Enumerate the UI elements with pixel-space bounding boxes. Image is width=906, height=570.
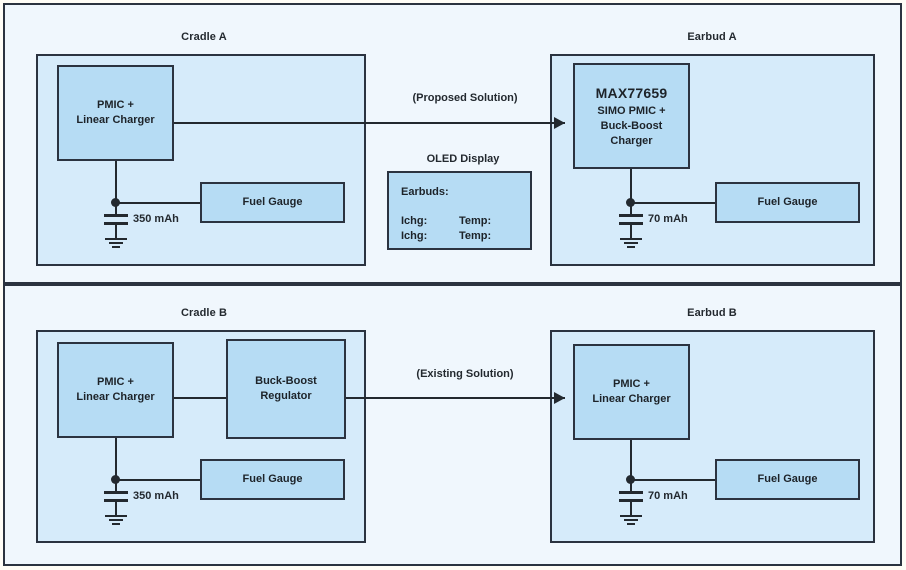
panel-existing-solution: Cradle B PMIC + Linear Charger Buck-Boos… xyxy=(3,284,902,566)
block-part-number: MAX77659 xyxy=(595,85,668,102)
block-line-2: Regulator xyxy=(260,390,312,402)
ground-bar-2 xyxy=(109,242,123,244)
block-line-1: Buck-Boost xyxy=(255,375,317,388)
block-line-4: Charger xyxy=(610,134,653,147)
label-oled-display: OLED Display xyxy=(426,153,500,165)
ground-bar-2 xyxy=(624,519,638,521)
block-line-2: Linear Charger xyxy=(592,393,671,405)
wire-pmic-to-regulator xyxy=(173,397,228,399)
wire-node-to-capacitor xyxy=(115,202,117,216)
block-earbud-a-max77659[interactable]: MAX77659 SIMO PMIC + Buck-Boost Charger xyxy=(573,63,690,169)
capacitor-plate-top xyxy=(619,491,643,494)
wire-node-to-fuel-gauge xyxy=(115,479,201,481)
capacitor-plate-bottom xyxy=(619,499,643,502)
label-battery-capacity-earbud-a: 70 mAh xyxy=(648,213,688,225)
label-battery-capacity-cradle-b: 350 mAh xyxy=(133,490,179,502)
wire-capacitor-to-ground xyxy=(630,224,632,239)
wire-pmic-to-node xyxy=(630,439,632,480)
wire-capacitor-to-ground xyxy=(115,501,117,516)
capacitor-plate-top xyxy=(104,214,128,217)
oled-row-2-right: Temp: xyxy=(459,230,492,242)
ground-bar-3 xyxy=(112,246,120,248)
wire-node-to-capacitor xyxy=(630,202,632,216)
block-cradle-b-fuel-gauge[interactable]: Fuel Gauge xyxy=(200,459,345,500)
block-line-2: SIMO PMIC + xyxy=(597,105,666,118)
label-existing-solution: (Existing Solution) xyxy=(416,368,514,380)
wire-cradle-a-to-earbud-a xyxy=(173,122,565,124)
oled-display-box[interactable]: Earbuds: Ichg: Temp: Ichg: Temp: xyxy=(387,171,532,250)
panel-proposed-solution: Cradle A PMIC + Linear Charger 350 mAh F… xyxy=(3,3,902,284)
junction-node-battery xyxy=(626,198,635,207)
block-earbud-a-fuel-gauge[interactable]: Fuel Gauge xyxy=(715,182,860,223)
group-title-earbud-a: Earbud A xyxy=(687,31,737,43)
block-line-1: PMIC + xyxy=(97,99,134,112)
wire-node-to-fuel-gauge xyxy=(630,479,716,481)
ground-bar-2 xyxy=(624,242,638,244)
block-cradle-a-pmic[interactable]: PMIC + Linear Charger xyxy=(57,65,174,161)
block-cradle-b-pmic[interactable]: PMIC + Linear Charger xyxy=(57,342,174,438)
block-line-2: Linear Charger xyxy=(76,391,155,403)
capacitor-plate-bottom xyxy=(619,222,643,225)
group-title-cradle-b: Cradle B xyxy=(180,307,228,319)
capacitor-plate-bottom xyxy=(104,222,128,225)
oled-row-2-left: Ichg: xyxy=(401,230,428,242)
label-battery-capacity-cradle-a: 350 mAh xyxy=(133,213,179,225)
block-line-2: Linear Charger xyxy=(76,114,155,126)
arrow-head-to-earbud-b xyxy=(554,392,565,404)
capacitor-plate-top xyxy=(104,491,128,494)
wire-cradle-b-to-earbud-b xyxy=(345,397,565,399)
wire-node-to-capacitor xyxy=(115,479,117,493)
block-line-1: PMIC + xyxy=(613,378,650,391)
ground-bar-1 xyxy=(620,515,642,517)
oled-row-0-left: Earbuds: xyxy=(401,186,449,198)
block-label: Fuel Gauge xyxy=(757,473,818,486)
oled-row-1-left: Ichg: xyxy=(401,215,428,227)
group-title-earbud-b: Earbud B xyxy=(687,307,737,319)
block-label: Fuel Gauge xyxy=(757,196,818,209)
ground-bar-3 xyxy=(112,523,120,525)
ground-bar-2 xyxy=(109,519,123,521)
wire-node-to-capacitor xyxy=(630,479,632,493)
wire-capacitor-to-ground xyxy=(630,501,632,516)
block-earbud-b-pmic[interactable]: PMIC + Linear Charger xyxy=(573,344,690,440)
ground-bar-1 xyxy=(105,515,127,517)
block-line-3: Buck-Boost xyxy=(600,120,663,133)
ground-bar-1 xyxy=(105,238,127,240)
capacitor-plate-bottom xyxy=(104,499,128,502)
group-title-cradle-a: Cradle A xyxy=(181,31,227,43)
label-battery-capacity-earbud-b: 70 mAh xyxy=(648,490,688,502)
wire-pmic-to-node xyxy=(115,160,117,203)
ground-bar-1 xyxy=(620,238,642,240)
arrow-head-to-earbud-a xyxy=(554,117,565,129)
ground-bar-3 xyxy=(627,523,635,525)
block-line-1: PMIC + xyxy=(97,376,134,389)
wire-capacitor-to-ground xyxy=(115,224,117,239)
capacitor-plate-top xyxy=(619,214,643,217)
block-earbud-b-fuel-gauge[interactable]: Fuel Gauge xyxy=(715,459,860,500)
wire-pmic-to-node xyxy=(630,168,632,203)
block-cradle-a-fuel-gauge[interactable]: Fuel Gauge xyxy=(200,182,345,223)
wire-node-to-fuel-gauge xyxy=(115,202,201,204)
wire-node-to-fuel-gauge xyxy=(630,202,716,204)
junction-node-battery xyxy=(626,475,635,484)
wire-pmic-to-node xyxy=(115,437,117,480)
block-cradle-b-buck-boost-regulator[interactable]: Buck-Boost Regulator xyxy=(226,339,346,439)
junction-node-battery xyxy=(111,475,120,484)
label-proposed-solution: (Proposed Solution) xyxy=(412,92,518,104)
junction-node-battery xyxy=(111,198,120,207)
oled-row-1-right: Temp: xyxy=(459,215,492,227)
block-label: Fuel Gauge xyxy=(242,196,303,209)
ground-bar-3 xyxy=(627,246,635,248)
block-label: Fuel Gauge xyxy=(242,473,303,486)
